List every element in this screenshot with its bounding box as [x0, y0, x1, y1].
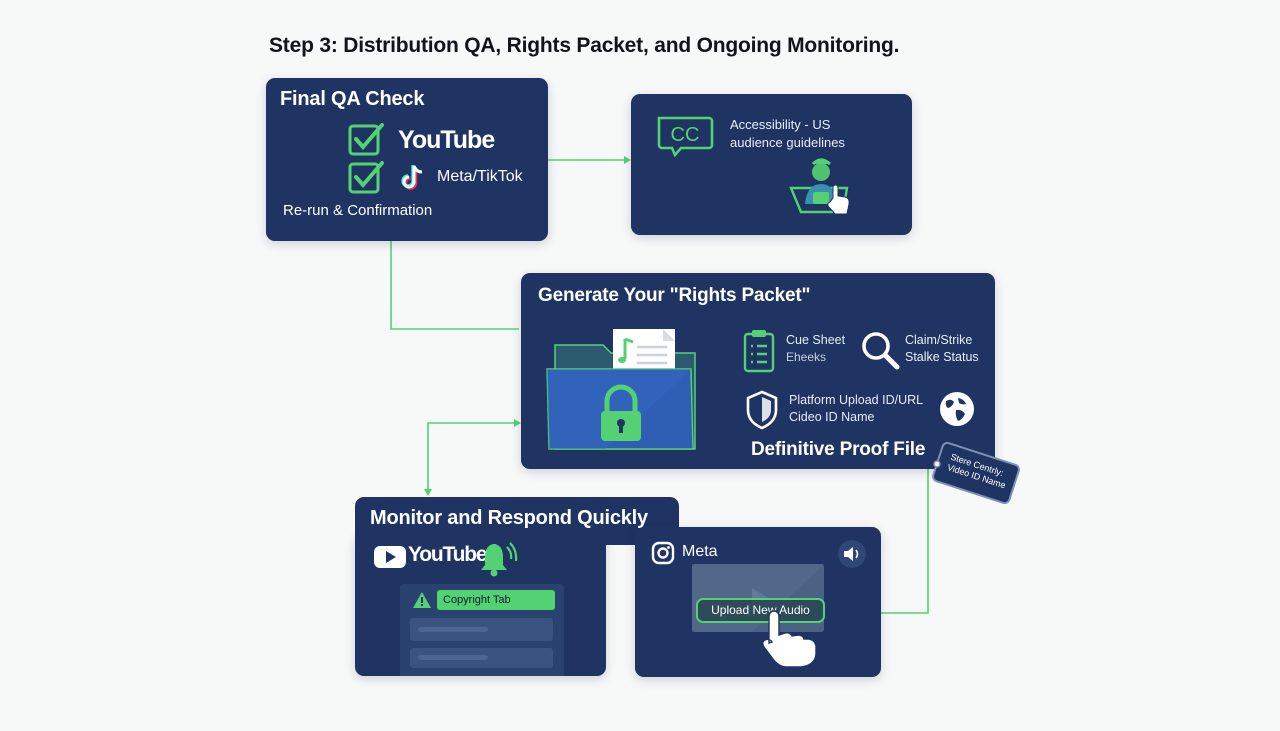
instagram-icon: [651, 541, 675, 565]
rerun-confirmation-label: Re-run & Confirmation: [283, 202, 433, 219]
definitive-proof-label: Definitive Proof File: [751, 439, 926, 460]
cue-sheet-line2: Eheeks: [786, 350, 827, 364]
platform-upload-line1: Platform Upload ID/URL: [789, 393, 924, 407]
copyright-panel: Copyright Tab: [400, 584, 564, 676]
monitor-youtube-wordmark: YouTube: [408, 543, 488, 566]
meta-label: Meta: [682, 543, 718, 560]
arrowhead-monitor: [424, 489, 432, 496]
claim-strike-line1: Claim/Strike: [905, 333, 973, 347]
warning-icon: [413, 592, 431, 608]
copyright-tab[interactable]: Copyright Tab: [437, 590, 555, 610]
checkbox-checked-icon: [348, 123, 384, 156]
magnifier-icon: [862, 332, 900, 370]
speaker-icon[interactable]: [836, 539, 868, 569]
upload-new-audio-button[interactable]: Upload New Audio: [696, 598, 825, 623]
rights-packet-title: Generate Your "Rights Packet": [538, 285, 811, 306]
locked-folder-icon: [546, 329, 696, 450]
arrowhead-accessibility: [624, 156, 631, 164]
globe-icon: [940, 392, 974, 426]
clipboard-icon: [743, 330, 775, 373]
tiktok-logo-icon: [401, 165, 423, 190]
claim-strike-line2: Stalke Status: [905, 350, 979, 364]
youtube-logo-icon: [374, 546, 406, 568]
placeholder-row-bar: [418, 627, 488, 632]
bell-icon: [481, 542, 518, 577]
connector-monitor-to-rights: [427, 422, 517, 492]
checkbox-checked-icon: [348, 161, 384, 194]
final-qa-title: Final QA Check: [280, 88, 425, 110]
youtube-logo-text: YouTube: [398, 126, 495, 154]
cue-sheet-line1: Cue Sheet: [786, 333, 846, 347]
accessibility-line2: audience guidelines: [730, 135, 845, 150]
shield-icon: [746, 390, 778, 430]
platform-upload-line2: Cideo ID Name: [789, 410, 875, 424]
connector-qa-to-rights: [390, 241, 519, 330]
placeholder-row-bar: [418, 655, 488, 660]
monitor-title: Monitor and Respond Quickly: [370, 507, 648, 529]
pointer-hand-icon: [762, 610, 817, 668]
final-qa-card: Final QA Check YouTube Meta/TikTok Re-ru…: [266, 78, 548, 241]
rights-packet-card: Generate Your "Rights Packet" Cue Sheet …: [521, 273, 995, 469]
youtube-logo-icon: YouTube: [398, 126, 495, 155]
monitor-card-header: Monitor and Respond Quickly: [355, 497, 679, 545]
accessibility-card: CC Accessibility - US audience guideline…: [631, 94, 912, 235]
tag-hole-icon: [933, 460, 941, 468]
accessibility-line1: Accessibility - US: [730, 117, 831, 132]
connector-rights-to-meta: [881, 469, 929, 614]
cc-label: CC: [671, 124, 700, 146]
page-title: Step 3: Distribution QA, Rights Packet, …: [269, 34, 900, 57]
closed-caption-icon: CC: [657, 116, 714, 158]
person-at-screen-icon: [789, 158, 850, 215]
arrowhead-rights: [514, 419, 521, 427]
meta-tiktok-label: Meta/TikTok: [437, 168, 523, 185]
meta-card: Meta Upload New Audio: [635, 527, 881, 677]
